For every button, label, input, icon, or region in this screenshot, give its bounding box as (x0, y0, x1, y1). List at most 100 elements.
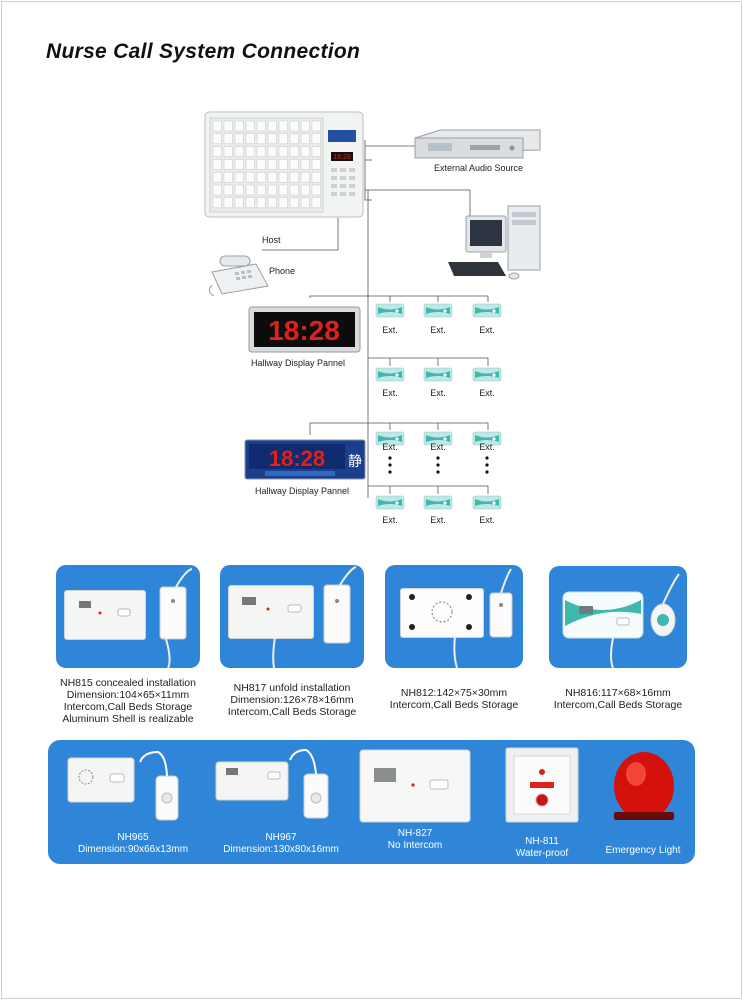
ellipsis-dots (388, 456, 489, 474)
host-key (256, 159, 266, 170)
host-key (234, 184, 244, 196)
host-key (256, 184, 266, 196)
product-card-nh816 (549, 566, 687, 668)
hallway-display-1-label: Hallway Display Pannel (251, 358, 346, 368)
host-key (245, 184, 255, 196)
host-key (267, 159, 277, 170)
svg-text:静: 静 (348, 453, 362, 469)
host-key (234, 159, 244, 170)
host-key (212, 120, 222, 132)
host-key (311, 184, 321, 196)
hallway-display-2-label: Hallway Display Pannel (255, 486, 350, 496)
host-key (245, 133, 255, 145)
host-key (300, 146, 310, 157)
host-key (234, 120, 244, 132)
host-key (311, 146, 321, 157)
host-key (234, 197, 244, 209)
host-key (278, 133, 288, 145)
host-key (289, 133, 299, 145)
phone-label: Phone (269, 266, 296, 276)
host-key (212, 146, 222, 157)
host-key (267, 184, 277, 196)
host-key (256, 120, 266, 132)
svg-text:18:28: 18:28 (268, 315, 340, 346)
host-key (300, 159, 310, 170)
ext-label: Ext. (430, 515, 446, 525)
external-audio-icon (414, 129, 541, 159)
ext-label: Ext. (382, 515, 398, 525)
ext-label: Ext. (430, 388, 446, 398)
host-key (212, 171, 222, 183)
host-key (212, 184, 222, 196)
host-key (289, 171, 299, 183)
host-key (267, 146, 277, 157)
host-key (245, 120, 255, 132)
nh965-image (67, 750, 179, 821)
host-key (256, 197, 266, 209)
host-key (300, 120, 310, 132)
nh811-image (505, 747, 579, 823)
host-key (267, 171, 277, 183)
host-key (267, 197, 277, 209)
host-key (223, 120, 233, 132)
product-emergency-light-caption: Emergency Light (605, 845, 681, 856)
host-key (256, 171, 266, 183)
host-key (223, 146, 233, 157)
host-key (300, 133, 310, 145)
host-key (245, 159, 255, 170)
ext-label: Ext. (479, 388, 495, 398)
host-key (234, 171, 244, 183)
host-key (245, 197, 255, 209)
nh827-image (359, 749, 471, 823)
host-key (289, 146, 299, 157)
connection-diagram: 18:28 (204, 111, 541, 510)
host-key (245, 146, 255, 157)
host-label: Host (262, 235, 281, 245)
host-key (278, 197, 288, 209)
host-key (289, 184, 299, 196)
host-key (245, 171, 255, 183)
host-key (311, 171, 321, 183)
phone-icon (208, 255, 269, 297)
host-key (234, 133, 244, 145)
ext-label: Ext. (382, 325, 398, 335)
host-key (300, 171, 310, 183)
host-key (223, 197, 233, 209)
host-key (311, 197, 321, 209)
host-key (267, 133, 277, 145)
host-key (289, 197, 299, 209)
host-key (256, 146, 266, 157)
host-key (289, 159, 299, 170)
ext-label: Ext. (430, 442, 446, 452)
product-card-nh815 (56, 565, 200, 668)
host-key (278, 146, 288, 157)
host-key (234, 146, 244, 157)
svg-text:18:28: 18:28 (333, 154, 351, 161)
nh967-image (215, 748, 329, 819)
host-key (212, 159, 222, 170)
host-key (300, 184, 310, 196)
host-key (212, 133, 222, 145)
host-key (223, 184, 233, 196)
host-key (289, 120, 299, 132)
product-card-nh812 (385, 565, 523, 668)
host-key (278, 184, 288, 196)
host-key (256, 133, 266, 145)
host-key (311, 120, 321, 132)
host-key (311, 159, 321, 170)
hallway-display-1: 18:28 (248, 306, 361, 353)
ext-label: Ext. (382, 388, 398, 398)
host-key (311, 133, 321, 145)
emergency-light-image (614, 752, 674, 820)
hallway-display-2: 18:28 静 (244, 439, 366, 480)
